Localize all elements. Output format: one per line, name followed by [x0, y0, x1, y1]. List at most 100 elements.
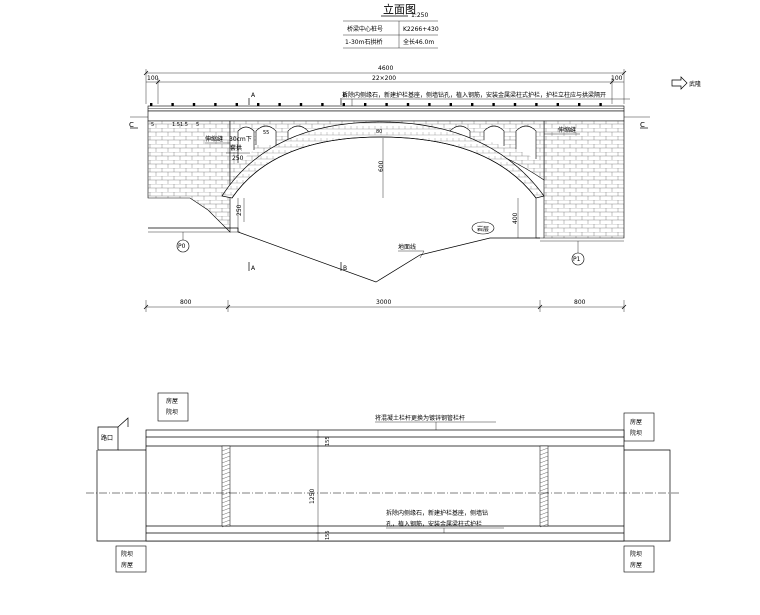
- bridge-deck-plan: [145, 429, 625, 542]
- plan-view: 房屋 院坝 房屋 院坝 院坝 房屋 院坝 房屋 路口 1250: [86, 392, 680, 573]
- expansion-joint-right: [539, 445, 549, 527]
- info-value-1: K2266+430: [403, 26, 439, 33]
- house-top-right: [623, 412, 655, 442]
- railing-post: [235, 103, 238, 106]
- direction-label: 武隆: [689, 80, 701, 88]
- house-bottom-right-1: 院坝: [630, 550, 642, 558]
- railing-post: [299, 103, 303, 106]
- joint-hatching: [221, 447, 549, 528]
- hatch-line: [221, 499, 231, 504]
- railing-post: [556, 103, 559, 106]
- spandrel-arches: [237, 125, 537, 163]
- ground-line: [148, 227, 540, 283]
- railing-post: [578, 103, 581, 106]
- railing-post: [321, 103, 324, 106]
- railing-post: [492, 103, 495, 106]
- dim-400: 400: [512, 212, 519, 224]
- hatch-line: [539, 475, 549, 480]
- railing-post: [535, 103, 538, 106]
- hatch-line: [221, 451, 231, 456]
- house-bottom-right: [623, 545, 655, 573]
- info-label-1: 桥梁中心桩号: [347, 25, 383, 33]
- pier-right: P1: [573, 256, 581, 263]
- hatch-line: [221, 487, 231, 492]
- hatch-line: [539, 495, 549, 500]
- hatch-line: [221, 511, 231, 516]
- small-dim-1: 5: [151, 122, 154, 128]
- hatch-line: [539, 491, 549, 496]
- house-bottom-left: [115, 545, 147, 573]
- expansion-joint-left: [221, 445, 231, 527]
- label-ground: 地面线: [398, 243, 416, 251]
- hatch-line: [539, 467, 549, 472]
- label-expansion-right: 伸缩缝: [558, 126, 576, 134]
- info-label-2: 1-30m石拱桥: [345, 38, 382, 46]
- hatch-line: [221, 507, 231, 512]
- label-rock: 岩层: [477, 225, 489, 233]
- hatch-line: [539, 455, 549, 460]
- plan-note-bottom-2: 孔，植入钢筋，安装金属梁柱式护栏: [386, 520, 482, 528]
- hatch-line: [221, 471, 231, 476]
- railing-posts: [150, 103, 602, 106]
- plan-note-top: 将混凝土栏杆更换为镀锌钢管栏杆: [375, 414, 465, 422]
- hatch-line: [539, 451, 549, 456]
- railing-post: [428, 103, 431, 106]
- railing-post: [278, 103, 281, 106]
- house-top-left-1: 房屋: [166, 397, 178, 405]
- dim-250-a: 250: [232, 155, 244, 162]
- bridge-elevation: C C: [129, 91, 650, 283]
- deck-beam: [147, 110, 625, 122]
- dim-right-end: 100: [611, 75, 623, 82]
- dim-left-end: 100: [147, 75, 159, 82]
- direction-arrow: 武隆: [671, 76, 701, 90]
- title-block: 立面图 1:250 桥梁中心桩号 K2266+430 1-30m石拱桥 全长46…: [343, 2, 439, 49]
- hatch-line: [539, 515, 549, 520]
- rock-marker: [471, 221, 495, 235]
- railing-post: [406, 103, 410, 106]
- house-top-right-1: 房屋: [630, 418, 642, 426]
- hatch-line: [539, 511, 549, 516]
- railing-post: [171, 103, 174, 106]
- hatch-line: [221, 447, 231, 452]
- hatch-line: [539, 479, 549, 484]
- railing-post: [599, 103, 602, 106]
- right-abutment: [543, 120, 625, 239]
- hatch-line: [539, 459, 549, 464]
- railing-post: [150, 103, 153, 106]
- bottom-dimensions: 800 3000 800: [143, 299, 627, 312]
- railing-post: [257, 103, 260, 106]
- hatch-line: [221, 463, 231, 468]
- house-top-left: [157, 392, 189, 422]
- elevation-title: 立面图: [383, 2, 416, 16]
- railing-post: [385, 103, 388, 106]
- hatch-line: [539, 519, 549, 524]
- hatch-line: [221, 523, 231, 528]
- railing-post: [513, 103, 517, 106]
- small-dim-4: 5: [196, 122, 199, 128]
- hatch-line: [539, 463, 549, 468]
- hatch-line: [221, 515, 231, 520]
- house-bottom-left-2: 房屋: [121, 561, 133, 569]
- hatch-line: [539, 483, 549, 488]
- section-c-left: C: [129, 121, 134, 129]
- dim-55: 55: [263, 130, 269, 136]
- elevation-scale: 1:250: [411, 12, 428, 19]
- railing-post: [214, 103, 217, 106]
- arch-note-1: 30cm下: [229, 136, 252, 143]
- dim-250-b: 250: [236, 204, 243, 216]
- hatch-line: [221, 459, 231, 464]
- label-expansion-left: 伸缩缝: [205, 135, 223, 143]
- house-bottom-right-2: 房屋: [630, 561, 642, 569]
- hatch-line: [221, 475, 231, 480]
- hatch-line: [221, 455, 231, 460]
- house-bottom-left-1: 院坝: [121, 550, 133, 558]
- hatch-line: [221, 467, 231, 472]
- road-label: 路口: [101, 434, 113, 442]
- pier-left: P0: [178, 243, 186, 250]
- note-top: 拆除内侧缘石，新建护栏基座，侧墙钻孔，植入钢筋，安装金属梁柱式护栏，护栏立柱应与…: [342, 91, 606, 99]
- hatch-line: [221, 495, 231, 500]
- house-top-left-2: 院坝: [166, 408, 178, 416]
- section-a-top: A: [251, 92, 256, 99]
- dim-middle: 22×200: [372, 75, 396, 82]
- dim-bottom-side: 155: [325, 530, 331, 540]
